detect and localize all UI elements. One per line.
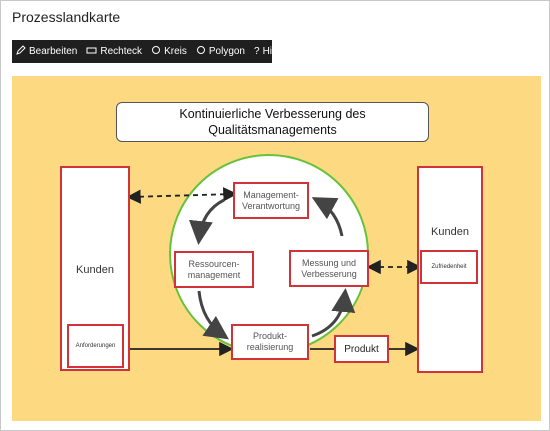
measurement-label-l1: Messung und [301,257,357,268]
polygon-button-label: Polygon [208,46,245,57]
cycle-arrow-3 [311,288,356,338]
circle-button-label: Kreis [164,46,187,57]
toolbar: Bearbeiten Rechteck Kreis Polygon ? Hilf… [12,40,283,63]
product-realization-hotspot[interactable]: Produkt- realisierung [231,324,309,360]
cycle-arrow-4 [311,197,344,237]
page-title: Prozesslandkarte [12,9,121,25]
circle-button[interactable]: Kreis [151,45,187,58]
resources-label-l2: management [187,269,241,280]
measurement-label-l2: Verbesserung [301,268,357,279]
cycle-arrow-1 [188,198,225,245]
circle-icon [151,45,161,58]
measurement-improvement-hotspot[interactable]: Messung und Verbesserung [289,250,369,287]
help-button[interactable]: ? Hilfe [254,46,283,57]
edit-button[interactable]: Bearbeiten [16,45,77,58]
resource-management-hotspot[interactable]: Ressourcen- management [174,251,254,288]
satisfaction-hotspot[interactable]: Zufriedenheit [420,250,478,284]
product-real-label-l1: Produkt- [252,331,287,341]
management-label-l2: Verantwortung [241,200,301,211]
diagram-heading-line2: Qualitätsmanagements [208,123,337,137]
edit-button-label: Bearbeiten [29,46,78,57]
management-label-l1: Management- [243,189,299,200]
rectangle-button[interactable]: Rechteck [86,46,142,58]
diagram-heading-box: Kontinuierliche Verbesserung des Qualitä… [116,102,429,142]
product-real-label-l2: realisierung [246,342,294,352]
satisfaction-label: Zufriedenheit [431,264,467,270]
requirements-label: Anforderungen [75,343,116,349]
diagram-heading-line1: Kontinuierliche Verbesserung des [179,107,366,121]
customer-right-label: Kunden [431,226,469,238]
help-button-label: Hilfe [262,46,283,57]
help-icon: ? [254,46,260,57]
customer-left-label: Kunden [76,264,114,276]
rectangle-button-label: Rechteck [100,46,143,57]
pencil-icon [16,45,26,58]
resources-label-l1: Ressourcen- [188,258,240,269]
product-label: Produkt [344,343,379,355]
cycle-arrow-2 [197,290,229,340]
management-responsibility-hotspot[interactable]: Management- Verantwortung [233,182,309,219]
polygon-button[interactable]: Polygon [196,45,245,58]
rectangle-icon [86,46,97,58]
process-map-canvas[interactable]: Kontinuierliche Verbesserung des Qualitä… [12,76,541,421]
polygon-icon [196,45,206,58]
requirements-hotspot[interactable]: Anforderungen [67,324,124,368]
product-hotspot[interactable]: Produkt [334,335,389,363]
